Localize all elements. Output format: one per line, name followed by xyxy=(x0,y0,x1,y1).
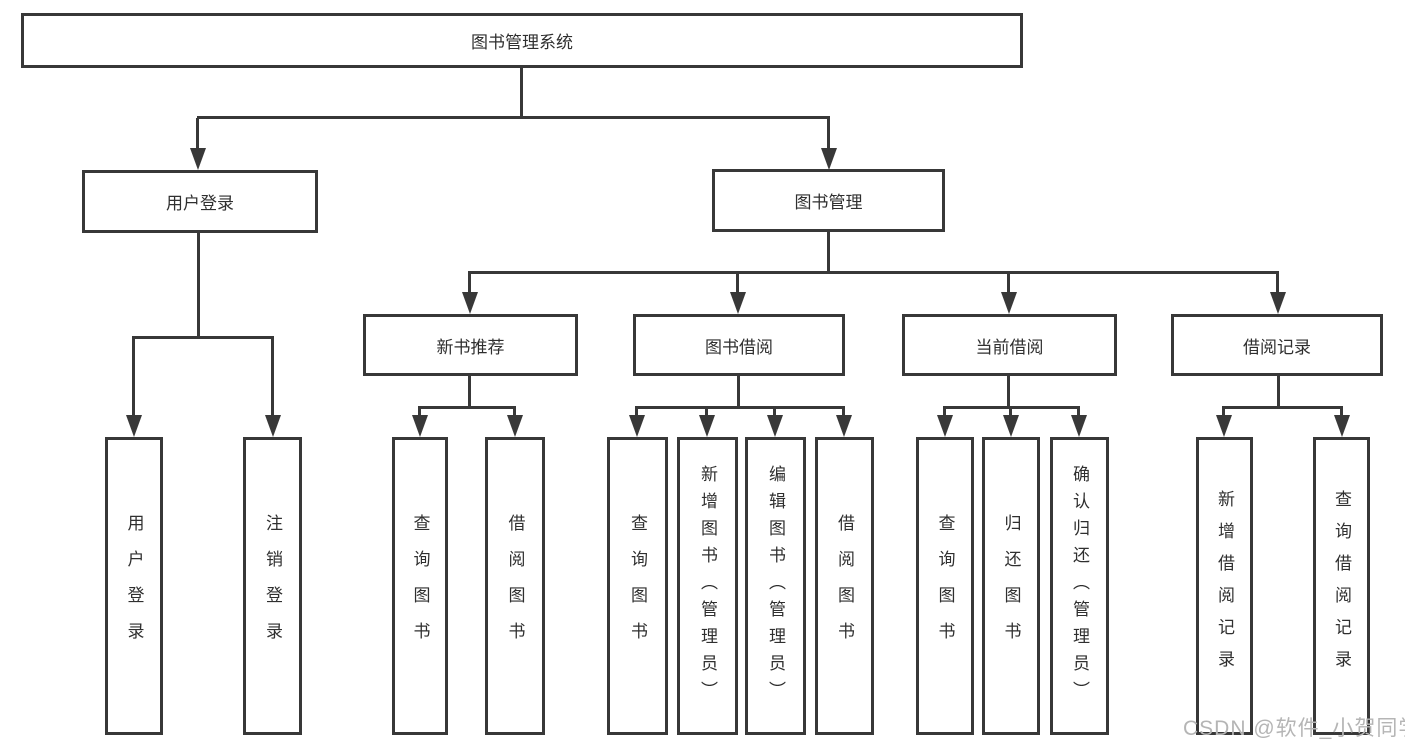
leaf-query-books: 查询图书 xyxy=(916,437,974,735)
connector-drop-book-mgmt xyxy=(827,118,830,150)
node-current-borrow: 当前借阅 xyxy=(902,314,1117,376)
arrowhead-book-mgmt xyxy=(821,148,837,170)
arrowhead-leaf xyxy=(412,415,428,437)
connector-group-stem xyxy=(1007,376,1010,407)
arrowhead-leaf xyxy=(699,415,715,437)
connector-sub-rail xyxy=(1222,406,1343,409)
connector-drop-leaf xyxy=(418,406,421,417)
node-new-book-recommend: 新书推荐 xyxy=(363,314,578,376)
arrowhead-user-login xyxy=(190,148,206,170)
connector-drop-leaf xyxy=(773,406,776,417)
leaf-query-books: 查询图书 xyxy=(607,437,668,735)
arrowhead-group xyxy=(462,292,478,314)
arrowhead-group xyxy=(1001,292,1017,314)
connector-drop-user-login xyxy=(196,118,199,150)
connector-drop-leaf xyxy=(705,406,708,417)
connector-drop-leaf xyxy=(943,406,946,417)
connector-group-stem xyxy=(468,376,471,407)
connector-book-mgmt-stem xyxy=(827,232,830,271)
connector-drop-leaf xyxy=(271,336,274,417)
arrowhead-leaf xyxy=(836,415,852,437)
leaf-return-books: 归还图书 xyxy=(982,437,1040,735)
leaf-logout: 注销登录 xyxy=(243,437,302,735)
connector-level2-rail xyxy=(197,116,830,119)
arrowhead-leaf xyxy=(1071,415,1087,437)
node-book-mgmt: 图书管理 xyxy=(712,169,945,232)
node-user-login: 用户登录 xyxy=(82,170,318,233)
connector-drop-leaf xyxy=(1077,406,1080,417)
connector-user-login-rail xyxy=(132,336,274,339)
leaf-user-login: 用户登录 xyxy=(105,437,163,735)
leaf-edit-books-admin: 编辑图书（管理员） xyxy=(745,437,806,735)
root-node-library-system: 图书管理系统 xyxy=(21,13,1023,68)
connector-drop-leaf xyxy=(132,336,135,417)
leaf-add-borrow-record: 新增借阅记录 xyxy=(1196,437,1253,735)
connector-drop-leaf xyxy=(1340,406,1343,417)
connector-root-stem xyxy=(520,68,523,118)
connector-user-login-stem xyxy=(197,233,200,337)
leaf-query-books: 查询图书 xyxy=(392,437,448,735)
connector-drop-leaf xyxy=(842,406,845,417)
arrowhead-leaf xyxy=(1334,415,1350,437)
arrowhead-leaf xyxy=(265,415,281,437)
leaf-confirm-return-admin: 确认归还（管理员） xyxy=(1050,437,1109,735)
leaf-add-books-admin: 新增图书（管理员） xyxy=(677,437,738,735)
arrowhead-leaf xyxy=(767,415,783,437)
connector-group-stem xyxy=(737,376,740,407)
node-book-borrow: 图书借阅 xyxy=(633,314,845,376)
node-borrow-records: 借阅记录 xyxy=(1171,314,1383,376)
connector-sub-rail xyxy=(418,406,516,409)
arrowhead-leaf xyxy=(1003,415,1019,437)
connector-drop-group xyxy=(468,271,471,295)
connector-drop-leaf xyxy=(635,406,638,417)
arrowhead-group xyxy=(730,292,746,314)
arrowhead-leaf xyxy=(507,415,523,437)
arrowhead-leaf xyxy=(937,415,953,437)
connector-drop-leaf xyxy=(1009,406,1012,417)
connector-drop-leaf xyxy=(513,406,516,417)
leaf-borrow-books: 借阅图书 xyxy=(815,437,874,735)
connector-level3-rail xyxy=(468,271,1279,274)
connector-drop-leaf xyxy=(1222,406,1225,417)
connector-drop-group xyxy=(736,271,739,295)
csdn-watermark: CSDN @软件_小贺同学 xyxy=(1183,717,1405,740)
arrowhead-leaf xyxy=(126,415,142,437)
connector-drop-group xyxy=(1276,271,1279,295)
arrowhead-leaf xyxy=(629,415,645,437)
connector-sub-rail xyxy=(635,406,845,409)
arrowhead-group xyxy=(1270,292,1286,314)
leaf-query-borrow-record: 查询借阅记录 xyxy=(1313,437,1370,735)
arrowhead-leaf xyxy=(1216,415,1232,437)
leaf-borrow-books: 借阅图书 xyxy=(485,437,545,735)
connector-group-stem xyxy=(1277,376,1280,407)
connector-drop-group xyxy=(1007,271,1010,295)
